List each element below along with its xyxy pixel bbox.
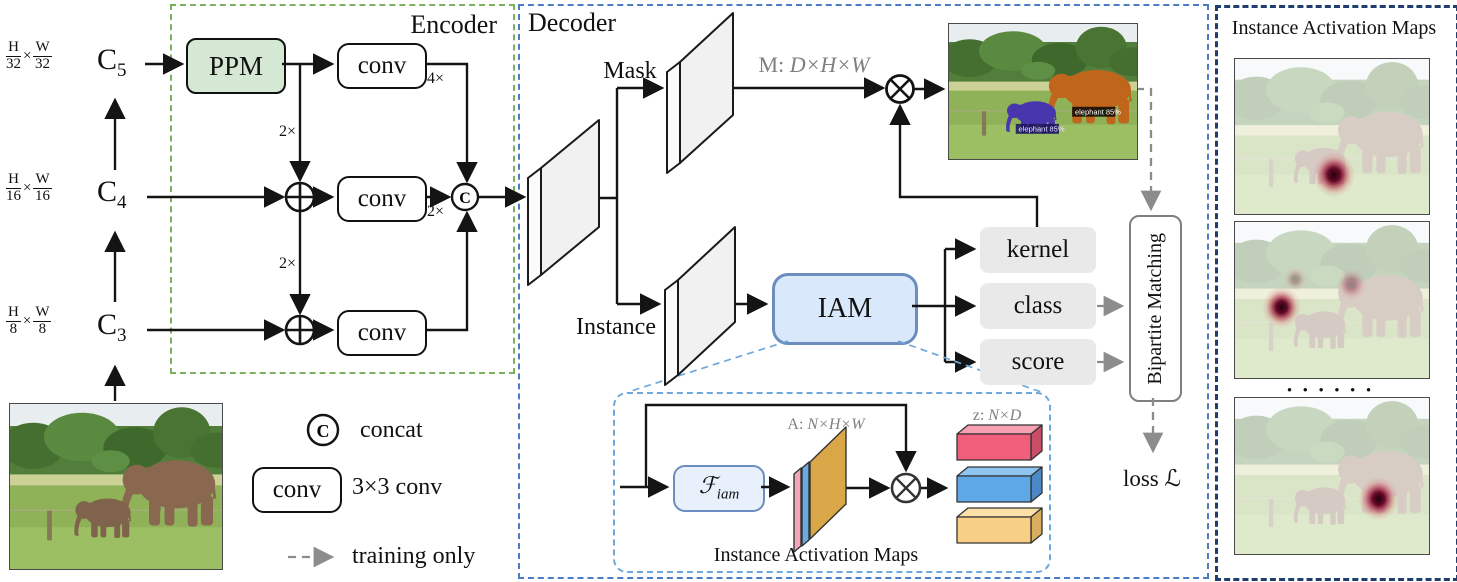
decoder-region	[518, 4, 1209, 579]
times-sign: ×	[22, 312, 32, 329]
multiply-icon	[890, 472, 922, 504]
activation-blob	[1358, 477, 1399, 521]
f-iam-label: ℱiam	[698, 473, 740, 503]
legend-conv-text: 3×3 conv	[352, 474, 443, 500]
svg-text:elephant 85%: elephant 85%	[1075, 108, 1121, 117]
iam-detail-region	[613, 392, 1051, 573]
instance-branch-label: Instance	[576, 314, 656, 340]
activation-scene-3	[1235, 398, 1429, 554]
svg-text:elephant 85%: elephant 85%	[1019, 125, 1065, 134]
mask-branch-label: Mask	[603, 58, 657, 84]
svg-text:C: C	[317, 421, 330, 441]
input-image	[9, 403, 223, 570]
conv-label: conv	[357, 52, 407, 79]
upsample-2x-label: 2×	[278, 123, 296, 140]
svg-text:C: C	[459, 190, 471, 207]
c5-label: C5	[97, 43, 127, 81]
iam-block: IAM	[772, 273, 918, 345]
score-output: score	[980, 339, 1096, 385]
legend-training-text: training only	[352, 543, 476, 569]
multiply-icon	[885, 74, 915, 104]
upsample-2x-label: 2×	[278, 255, 296, 272]
kernel-label: kernel	[1006, 236, 1070, 263]
c4-label: C4	[97, 175, 127, 213]
mask-label-small: elephant 85%	[1015, 123, 1065, 134]
decoder-title: Decoder	[528, 8, 617, 37]
c3-label: C3	[97, 308, 127, 346]
times-sign: ×	[23, 47, 32, 64]
conv-block-3: conv	[337, 310, 427, 356]
decoder-connectors	[556, 77, 1039, 373]
conv-block-2: conv	[337, 176, 427, 222]
kernel-output: kernel	[980, 227, 1096, 273]
concat-icon: C	[450, 182, 480, 212]
ppm-label: PPM	[208, 50, 264, 81]
activation-dims-label: A: N×H×W	[787, 416, 865, 433]
times-sign: ×	[23, 179, 32, 196]
input-image-scene	[10, 404, 222, 569]
score-label: score	[1011, 348, 1065, 375]
upsample-4x-label: 4×	[427, 70, 445, 87]
add-icon	[284, 314, 316, 346]
operator-glyphs: C C	[284, 74, 922, 504]
loss-label: loss ℒ	[1122, 466, 1182, 491]
conv-label: conv	[272, 476, 322, 503]
z-dims-label: z: N×D	[972, 407, 1022, 424]
class-label: class	[1013, 292, 1063, 319]
conv-label: conv	[357, 185, 407, 212]
activation-blob	[1312, 152, 1356, 198]
legend-concat-icon: C	[306, 413, 340, 447]
right-panel-title: Instance Activation Maps	[1231, 17, 1437, 39]
encoder-title: Encoder	[410, 10, 497, 39]
feature-map-slabs	[527, 12, 736, 386]
mask-label-big: elephant 85%	[1072, 106, 1121, 117]
iam-detail-connectors	[620, 403, 949, 499]
iam-label: IAM	[817, 293, 873, 324]
activation-blob	[1262, 286, 1301, 329]
add-icon	[284, 181, 316, 213]
activation-map-image-3	[1234, 397, 1430, 555]
class-output: class	[980, 283, 1096, 329]
activation-scene-2	[1235, 222, 1429, 378]
instance-bars	[956, 424, 1043, 544]
ppm-block: PPM	[186, 38, 286, 94]
segmentation-output-image: elephant 85% elephant 85%	[948, 23, 1138, 160]
upsample-2x-label: 2×	[427, 203, 445, 220]
mask-dims-label: M: D×H×W	[758, 52, 870, 77]
bipartite-matching-block: Bipartite Matching	[1129, 215, 1182, 402]
activation-map-image-2	[1234, 221, 1430, 379]
legend-conv-block: conv	[252, 467, 342, 513]
legend-concat-text: concat	[360, 417, 423, 443]
training-only-connectors	[288, 87, 1164, 568]
activation-blob-faint	[1283, 266, 1307, 292]
activation-scene-1	[1235, 59, 1429, 214]
f-iam-block: ℱiam	[673, 465, 765, 512]
output-image-scene: elephant 85% elephant 85%	[949, 24, 1137, 159]
conv-label: conv	[357, 319, 407, 346]
activation-maps-stack	[793, 426, 847, 553]
activation-blob-faint	[1335, 267, 1367, 302]
encoder-connectors	[145, 53, 527, 341]
ellipsis-dots: • • • • • •	[1287, 382, 1375, 397]
conv-block-1: conv	[337, 43, 427, 89]
activation-map-image-1	[1234, 58, 1430, 215]
iam-detail-caption: Instance Activation Maps	[713, 544, 919, 566]
